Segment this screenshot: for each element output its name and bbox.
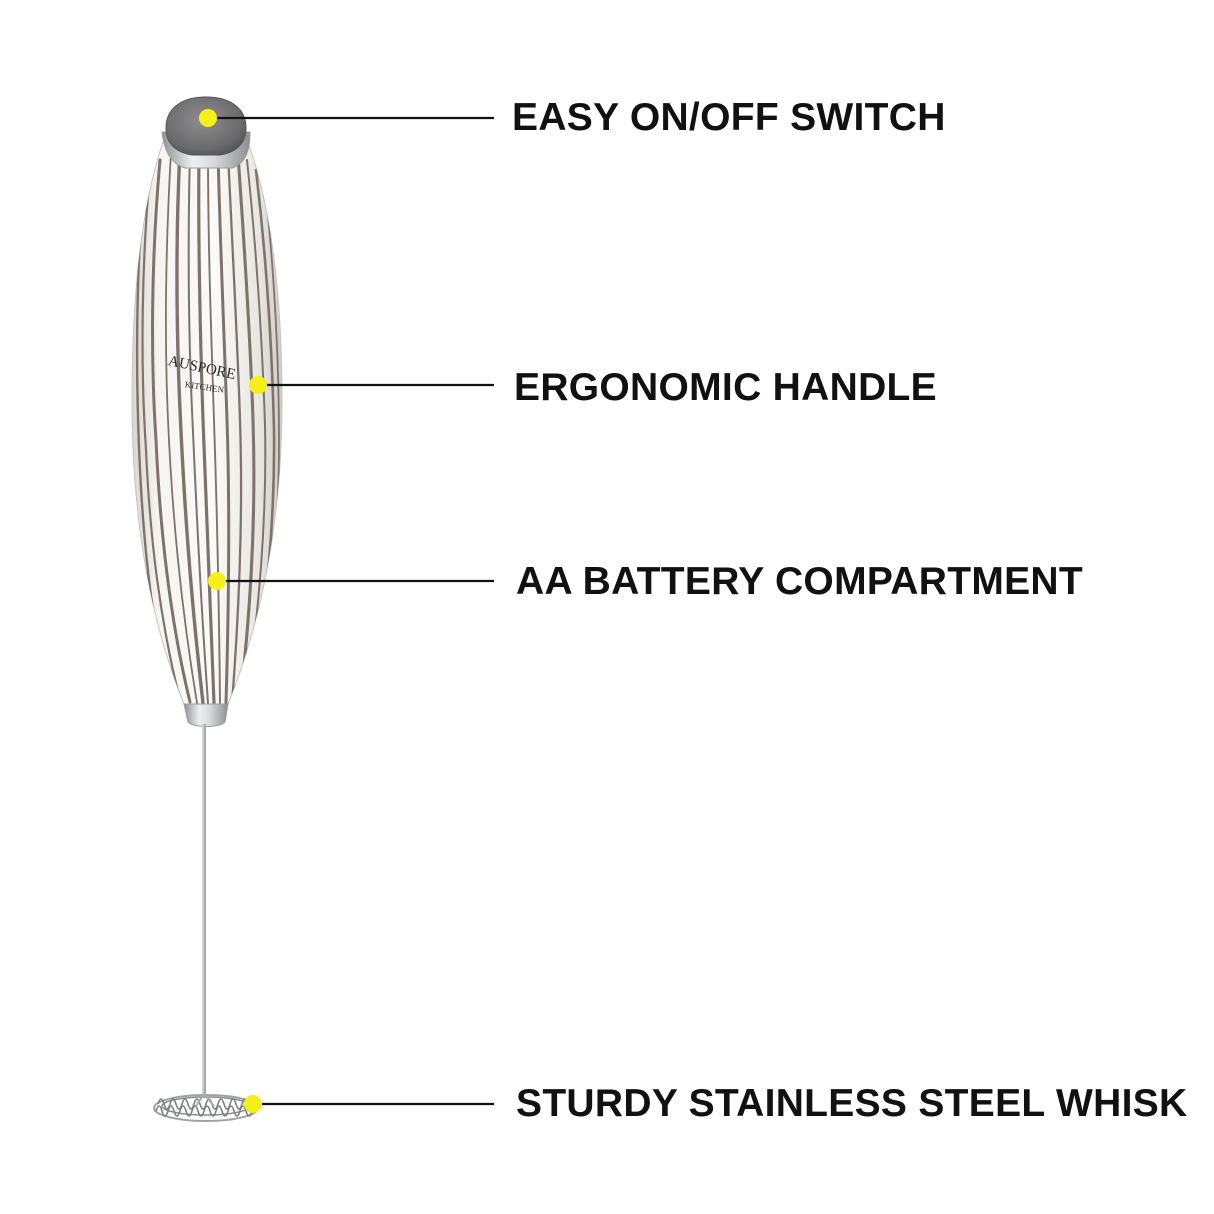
handle: AUSPORE KITCHEN	[131, 141, 283, 705]
marker-handle	[249, 376, 267, 394]
marker-whisk	[244, 1095, 262, 1113]
callout-label-battery: AA BATTERY COMPARTMENT	[516, 560, 1084, 603]
whisk-shaft	[202, 724, 206, 1094]
leader-lines	[208, 116, 494, 1106]
callout-label-whisk: STURDY STAINLESS STEEL WHISK	[516, 1082, 1188, 1125]
power-switch	[161, 96, 251, 169]
callout-label-handle: ERGONOMIC HANDLE	[514, 366, 937, 409]
bottom-collar	[183, 703, 229, 727]
callout-label-switch: EASY ON/OFF SWITCH	[512, 96, 946, 139]
marker-battery	[208, 572, 226, 590]
callout-markers	[199, 109, 267, 1113]
whisk-coil	[153, 1093, 259, 1122]
marker-switch	[199, 109, 217, 127]
